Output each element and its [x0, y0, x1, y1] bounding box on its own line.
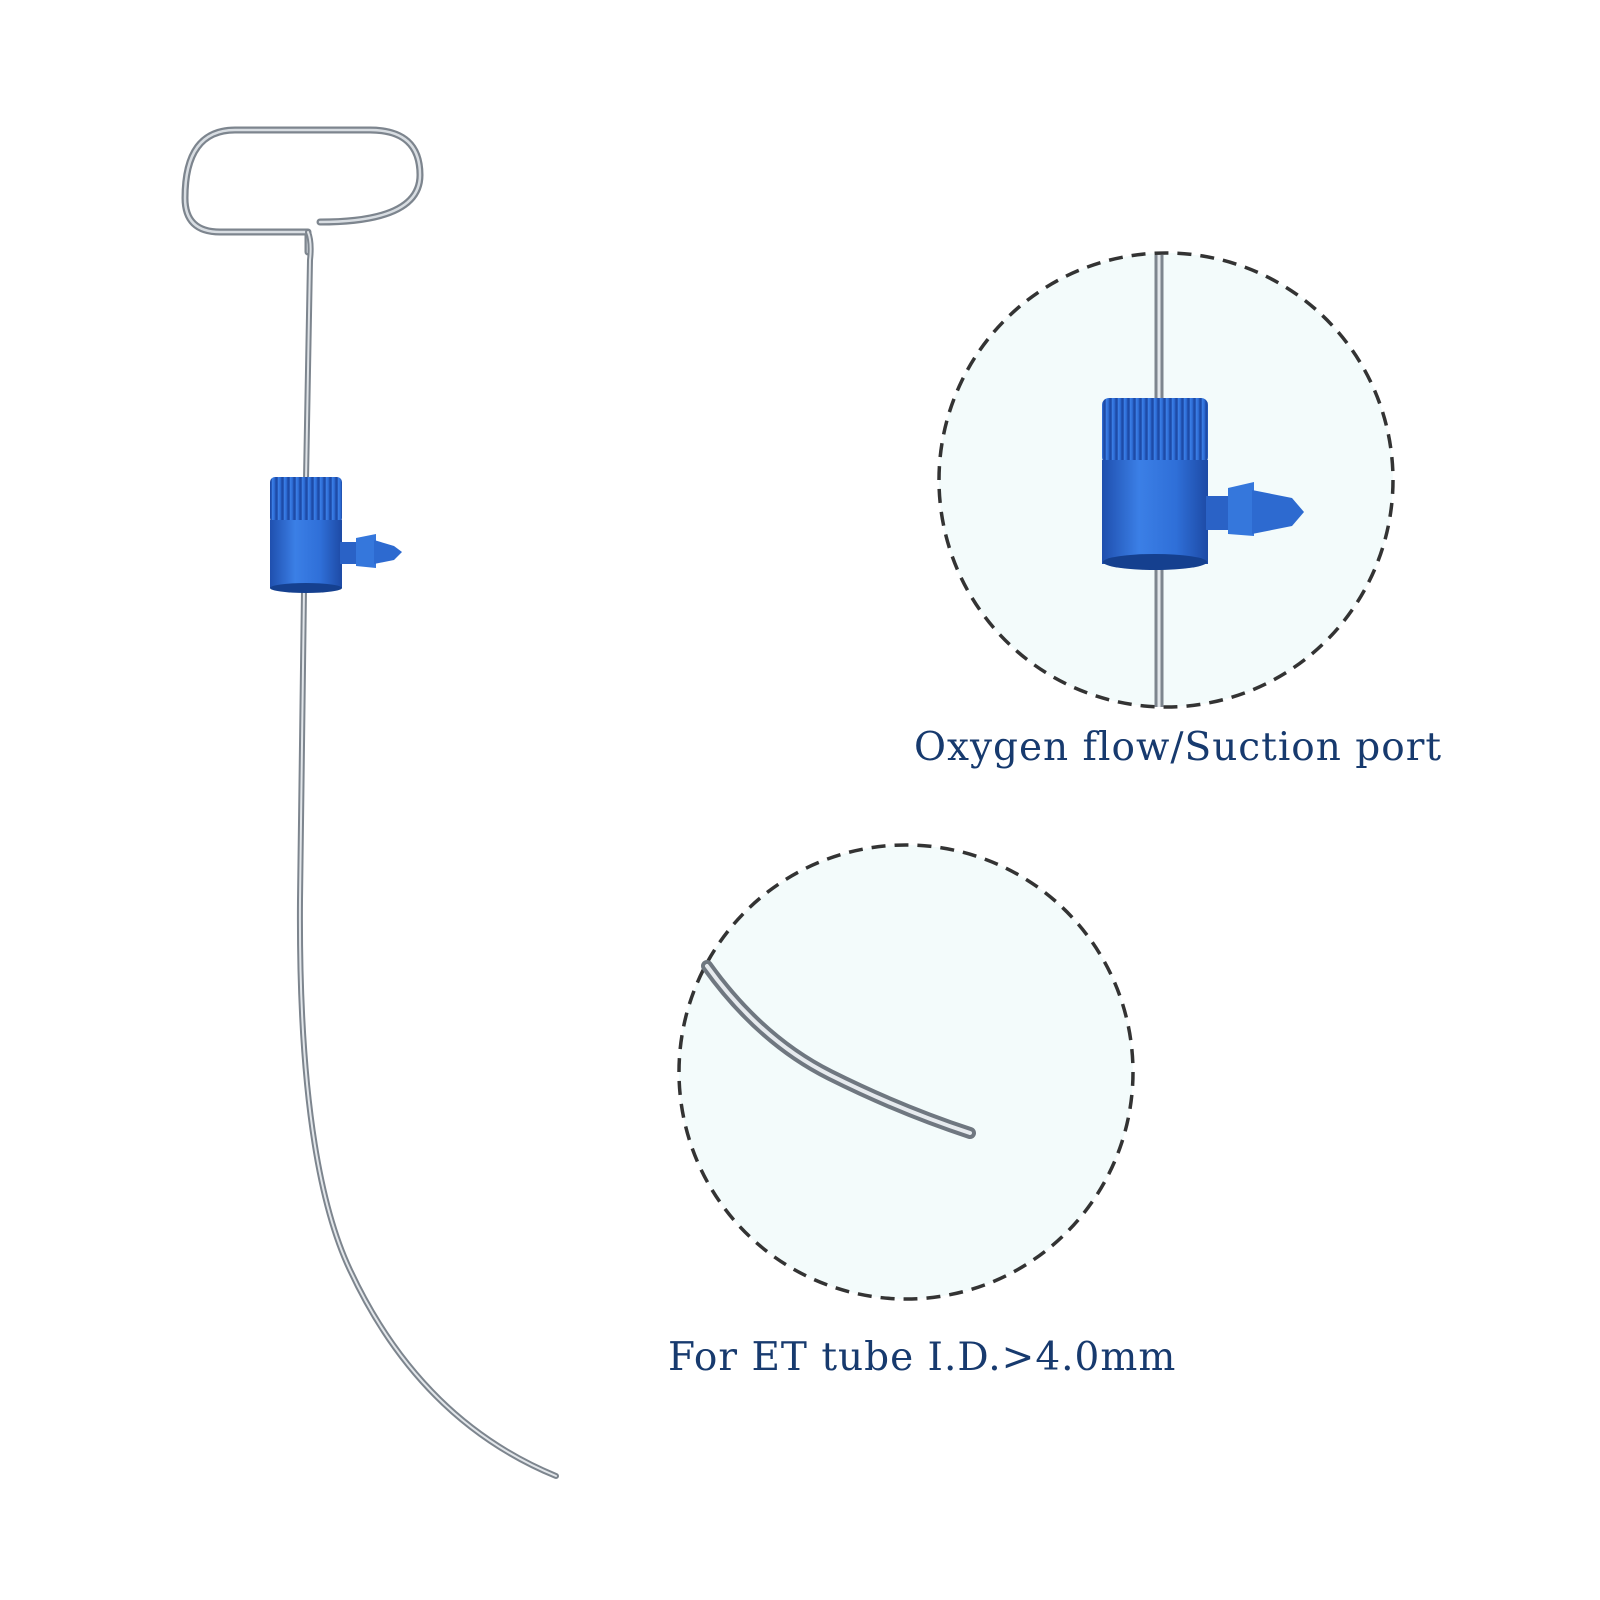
port-caption: Oxygen flow/Suction port	[914, 725, 1443, 770]
blue-connector-icon	[270, 477, 402, 593]
wire-tip-icon	[701, 960, 976, 1139]
hose-barb-icon	[340, 534, 402, 568]
tip-zoom-circle	[677, 843, 1135, 1301]
stylet-wire-icon	[181, 126, 559, 1479]
tip-caption: For ET tube I.D.>4.0mm	[668, 1335, 1177, 1380]
hose-barb-icon	[1206, 482, 1304, 536]
blue-connector-icon	[1102, 398, 1304, 570]
port-zoom-circle	[937, 251, 1395, 709]
